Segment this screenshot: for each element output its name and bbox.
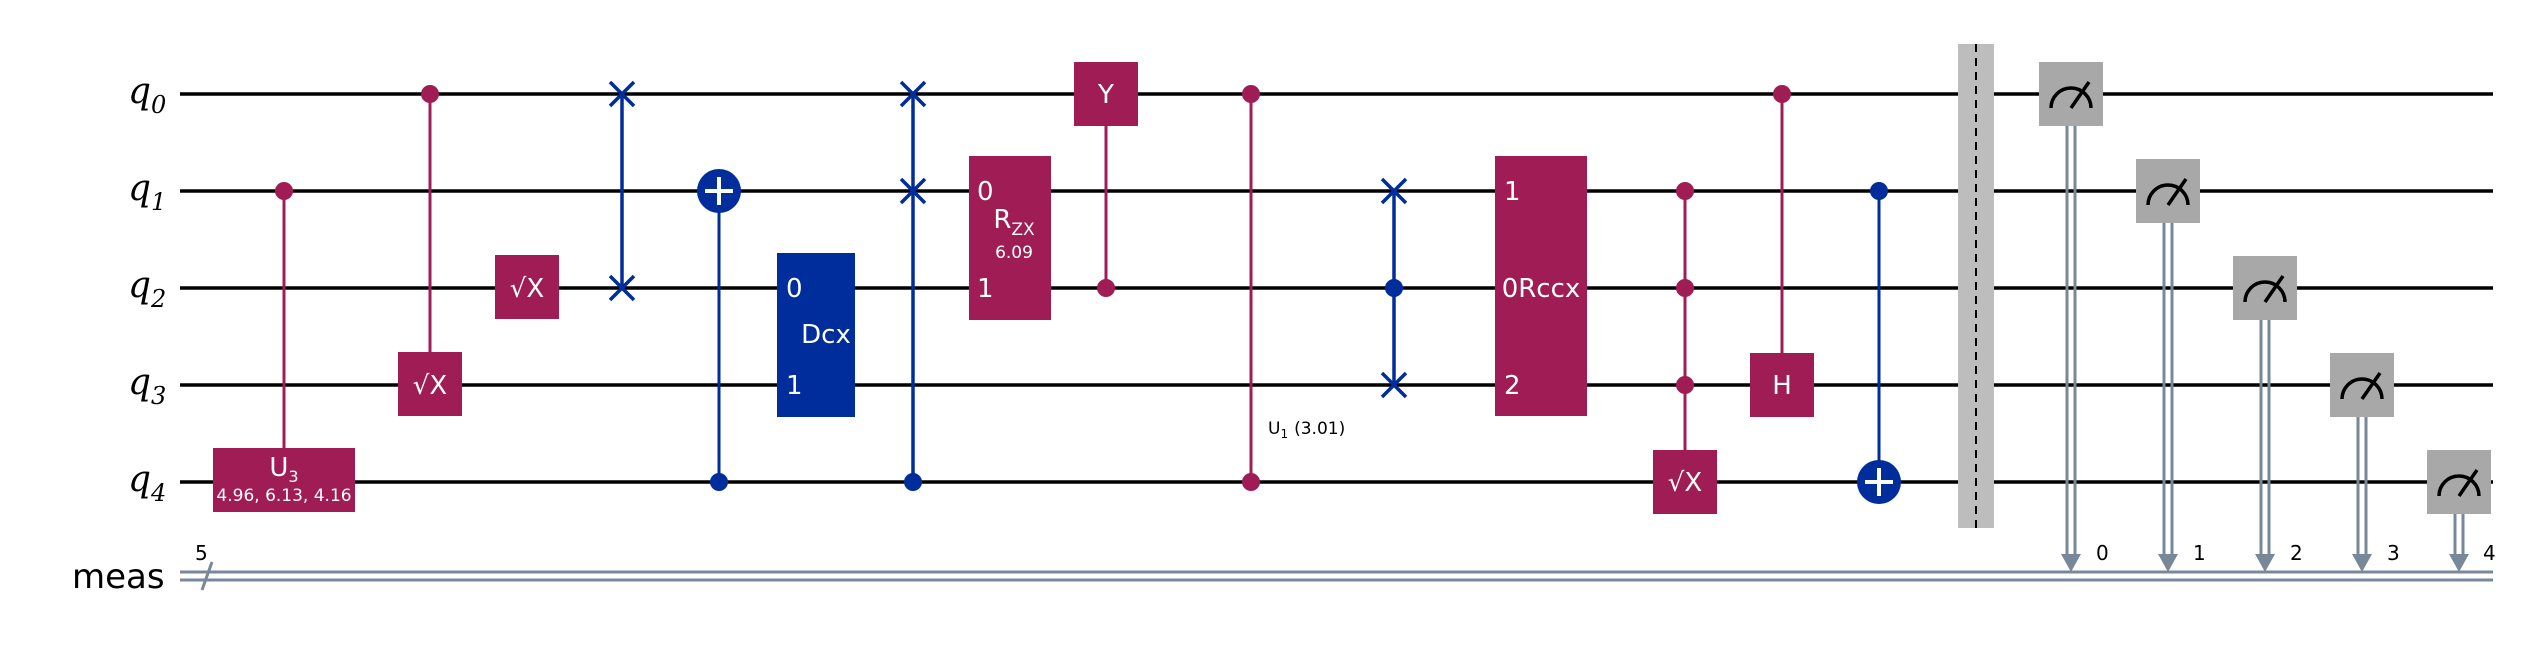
target-icon [1857,460,1901,504]
control-dot-icon [1097,279,1115,297]
sx-gate-q2: √X [495,255,559,319]
dcx-gate: 0 1 Dcx [777,253,855,417]
y-gate-box [1074,62,1138,126]
control-dot-icon [1242,85,1260,103]
control-dot-icon [1676,279,1694,297]
sx-gate-label: √X [413,371,447,401]
rccx-port-1: 1 [1504,177,1521,207]
measure-q1: 1 [2136,159,2206,572]
rzx-port-1: 1 [977,274,994,304]
classical-size-slash [200,561,214,591]
wire-label-meas: meas [72,557,165,597]
sx-gate-box [495,255,559,319]
control-dot-icon [1385,279,1403,297]
control-dot-icon [1242,473,1260,491]
swap-icon [608,274,636,302]
meter-icon [2427,450,2491,514]
rzx-port-0: 0 [977,177,994,207]
meter-icon [2039,62,2103,126]
rzx-gate: 0 1 RZX 6.09 [969,156,1051,320]
control-dot-icon [1773,85,1791,103]
wire-label-q1: q1 [128,168,166,216]
rzx-gate-label: RZX [993,205,1035,240]
cu1-gate-label: U1(3.01) [1268,419,1345,441]
mc-sx-gate: √X [1653,182,1717,514]
measure-bit-label: 4 [2483,541,2496,565]
measure-q2: 2 [2233,256,2303,572]
measure-q0: 0 [2039,62,2109,572]
cnot-gate-q1-q4 [1857,182,1901,504]
cnot-gate-q4-q1 [697,169,741,491]
control-dot-icon [1676,376,1694,394]
meter-icon [2233,256,2297,320]
u3-gate-box [213,448,355,512]
control-dot-icon [1870,182,1888,200]
rzx-gate-param: 6.09 [995,243,1033,263]
sx-gate-label: √X [1668,468,1702,498]
swap-icon [1380,177,1408,205]
wire-labels: q0 q1 q2 q3 q4 meas [72,71,166,597]
measurements: 0 1 2 3 [2039,62,2496,572]
measure-q3: 3 [2330,353,2400,572]
sx-gate-box [398,352,462,416]
fredkin-gate [899,80,927,491]
rccx-gate-box [1495,156,1587,416]
swap-icon [1380,371,1408,399]
swap-icon [899,177,927,205]
controlled-y-gate: Y [1074,62,1138,297]
control-dot-icon [710,473,728,491]
sx-gate-label: √X [510,274,544,304]
controlled-h-gate: H [1750,85,1814,417]
u3-gate-label: U3 [269,453,298,486]
classical-register: 5 [180,541,2493,591]
rccx-gate-label: 0Rccx [1502,274,1581,304]
wire-label-q2: q2 [128,265,166,313]
rccx-gate: 1 0Rccx 2 [1495,156,1587,416]
wire-label-q4: q4 [128,459,166,507]
sx-gate-box [1653,450,1717,514]
dcx-gate-label: Dcx [801,320,851,350]
controlled-u3-gate: U3 4.96, 6.13, 4.16 [213,182,355,512]
dcx-port-1: 1 [786,371,803,401]
swap-icon [899,80,927,108]
control-dot-icon [1676,182,1694,200]
control-dot-icon [904,473,922,491]
dcx-port-0: 0 [786,274,803,304]
control-dot-icon [421,85,439,103]
meter-icon [2136,159,2200,223]
swap-icon [608,80,636,108]
control-dot-icon [275,182,293,200]
measure-bit-label: 0 [2096,541,2109,565]
wire-label-q0: q0 [128,71,166,119]
wire-label-q3: q3 [128,362,166,410]
h-gate-label: H [1772,371,1792,401]
swap-gate-q0-q2 [608,80,636,302]
u3-gate-params: 4.96, 6.13, 4.16 [216,486,351,506]
meter-icon [2330,353,2394,417]
barrier [1958,44,1994,528]
y-gate-label: Y [1097,80,1114,110]
classical-size-label: 5 [195,541,208,565]
measure-bit-label: 2 [2290,541,2303,565]
controlled-sx-gate-q3: √X [398,85,462,416]
quantum-wires [180,92,2493,484]
measure-bit-label: 3 [2387,541,2400,565]
measure-q4: 4 [2427,450,2496,572]
rzx-gate-box [969,156,1051,320]
fredkin-gate-q2 [1380,177,1408,399]
cu1-gate: U1(3.01) [1242,85,1345,491]
measure-bit-label: 1 [2193,541,2206,565]
h-gate-box [1750,353,1814,417]
dcx-gate-box [777,253,855,417]
target-icon [697,169,741,213]
rccx-port-2: 2 [1504,371,1521,401]
